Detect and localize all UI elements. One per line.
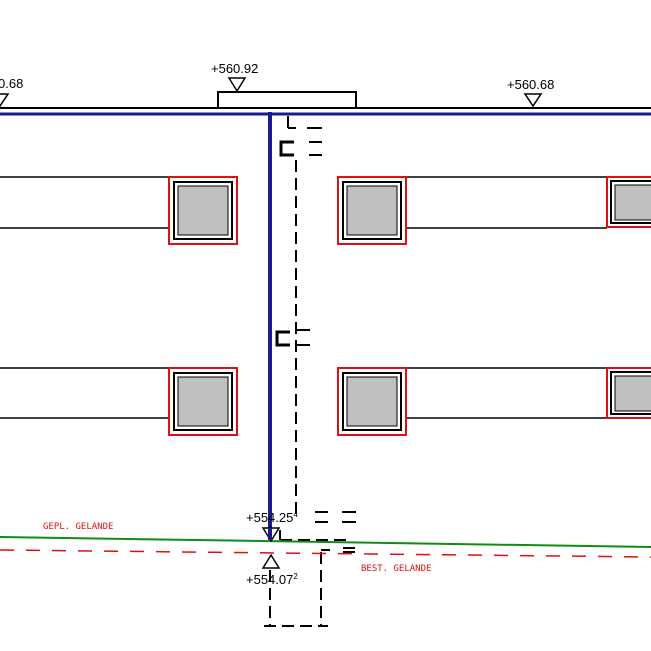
planned-ground-label: GEPL. GELANDE	[43, 522, 113, 532]
window	[606, 367, 651, 419]
existing-ground-line	[0, 549, 651, 558]
window	[168, 367, 238, 436]
wall-lines	[0, 176, 607, 419]
parapet	[217, 91, 357, 109]
level-roof: +560.68	[507, 77, 554, 92]
level-marker-icons	[0, 77, 543, 108]
planned-ground-line	[0, 536, 651, 548]
level-parapet: +560.92	[211, 61, 258, 76]
window	[337, 367, 407, 436]
level-left: 0.68	[0, 76, 23, 91]
pipe-bottom-level: +554.072	[246, 572, 298, 587]
dashed-drain	[264, 116, 356, 627]
windows	[168, 176, 651, 436]
window	[606, 176, 651, 228]
window	[337, 176, 407, 245]
roof	[0, 91, 651, 109]
pipe-top-level: +554.254	[246, 510, 298, 525]
existing-ground-label: BEST. GELANDE	[361, 564, 431, 574]
window	[168, 176, 238, 245]
